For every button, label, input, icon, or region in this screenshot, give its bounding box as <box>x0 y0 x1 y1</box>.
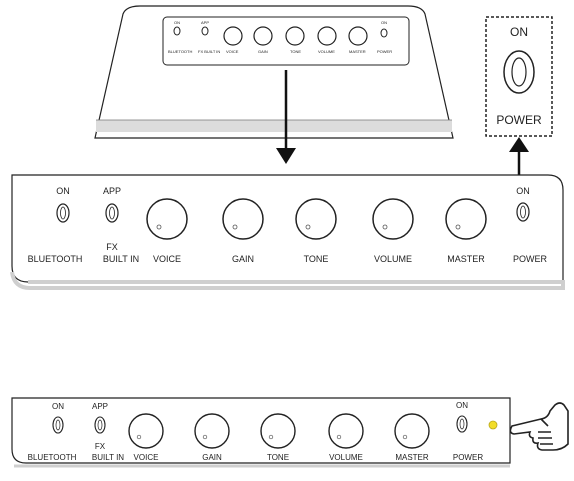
voice-knob[interactable] <box>146 198 188 240</box>
small-volume-knob[interactable] <box>328 413 364 449</box>
mini-tone-knob <box>285 26 305 46</box>
mini-voice-knob <box>223 26 243 46</box>
power-label: POWER <box>513 254 548 264</box>
arrow-up-icon <box>509 137 529 180</box>
mini-gain-knob <box>253 26 273 46</box>
voice-label: VOICE <box>153 254 181 264</box>
volume-knob[interactable] <box>372 198 414 240</box>
fx-app-switch[interactable] <box>105 203 119 223</box>
fx-app-label: APP <box>103 186 121 196</box>
mini-gain-label: GAIN <box>258 49 268 54</box>
small-built-in-label: BUILT IN <box>92 453 124 462</box>
small-fx-label: FX <box>95 442 106 451</box>
mini-tone-label: TONE <box>290 49 301 54</box>
mini-master-knob <box>348 26 368 46</box>
small-bluetooth-switch[interactable] <box>52 416 64 434</box>
mini-on-label: ON <box>174 20 180 25</box>
mini-voice-label: VOICE <box>226 49 239 54</box>
small-master-knob[interactable] <box>394 413 430 449</box>
mini-power-switch <box>380 28 388 38</box>
small-power-switch[interactable] <box>456 415 468 433</box>
small-power-label: POWER <box>453 453 483 462</box>
built-in-label: BUILT IN <box>103 254 139 264</box>
master-knob[interactable] <box>445 198 487 240</box>
small-tone-label: TONE <box>267 453 289 462</box>
bluetooth-label: BLUETOOTH <box>28 254 83 264</box>
bluetooth-switch[interactable] <box>56 203 70 223</box>
fx-label: FX <box>106 242 118 252</box>
arrow-down-icon <box>276 70 296 164</box>
master-label: MASTER <box>447 254 485 264</box>
gain-knob[interactable] <box>222 198 264 240</box>
power-switch-callout: ON POWER <box>485 16 553 137</box>
speaker-base-shadow <box>96 120 452 132</box>
mini-master-label: MASTER <box>349 49 366 54</box>
power-indicator-light <box>488 420 498 430</box>
small-gain-label: GAIN <box>202 453 222 462</box>
small-voice-label: VOICE <box>134 453 159 462</box>
small-fx-app-switch[interactable] <box>94 416 106 434</box>
power-switch[interactable] <box>516 202 530 222</box>
small-master-label: MASTER <box>395 453 429 462</box>
mini-fx-label: FX BUILT IN <box>198 49 220 54</box>
callout-power-label: POWER <box>496 113 542 127</box>
pointing-hand-icon <box>509 402 569 451</box>
small-bluetooth-on-label: ON <box>52 402 64 411</box>
bluetooth-on-label: ON <box>56 186 70 196</box>
callout-on-label: ON <box>510 25 528 39</box>
small-gain-knob[interactable] <box>194 413 230 449</box>
mini-bluetooth-label: BLUETOOTH <box>168 49 192 54</box>
small-fx-app-label: APP <box>92 402 108 411</box>
mini-bluetooth-switch <box>173 26 181 36</box>
small-bluetooth-label: BLUETOOTH <box>28 453 77 462</box>
mini-power-label: POWER <box>377 49 392 54</box>
speaker-control-strip <box>162 16 410 66</box>
power-on-label: ON <box>516 186 530 196</box>
tone-label: TONE <box>304 254 329 264</box>
small-power-on-label: ON <box>456 401 468 410</box>
gain-label: GAIN <box>232 254 254 264</box>
mini-app-label: APP <box>201 20 209 25</box>
mini-volume-knob <box>317 26 337 46</box>
control-panel-large: ON APP ON FX BLUETOOTH BUILT IN VOICE GA… <box>10 174 565 290</box>
mini-volume-label: VOLUME <box>318 49 335 54</box>
speaker-top-view: ON APP ON BLUETOOTH FX BUILT IN VOICE GA… <box>94 5 454 139</box>
small-voice-knob[interactable] <box>128 413 164 449</box>
volume-label: VOLUME <box>374 254 412 264</box>
small-tone-knob[interactable] <box>260 413 296 449</box>
tone-knob[interactable] <box>295 198 337 240</box>
small-volume-label: VOLUME <box>329 453 363 462</box>
mini-power-on-label: ON <box>381 20 387 25</box>
mini-fx-switch <box>201 26 209 36</box>
control-panel-small: ON APP ON FX BLUETOOTH BUILT IN VOICE GA… <box>11 397 511 468</box>
